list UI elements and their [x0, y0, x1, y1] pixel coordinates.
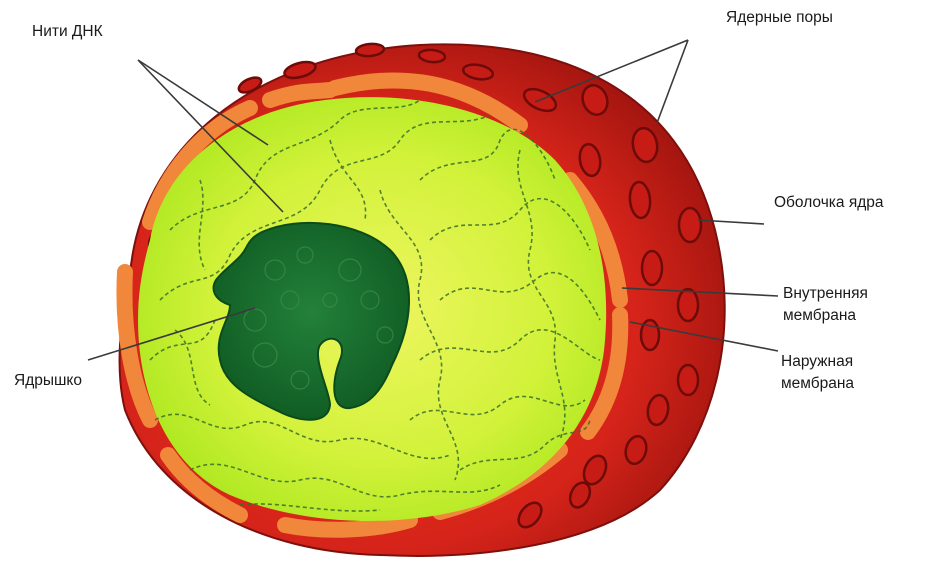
label-outer-membrane-line2: мембрана [781, 373, 854, 395]
label-inner-membrane-line1: Внутренняя [783, 283, 868, 305]
label-nuclear-envelope: Оболочка ядра [774, 192, 884, 214]
label-outer-membrane: Наружная мембрана [781, 351, 854, 395]
label-inner-membrane-line2: мембрана [783, 305, 868, 327]
label-dna-threads: Нити ДНК [32, 21, 103, 43]
nucleolus [214, 223, 410, 420]
label-outer-membrane-line1: Наружная [781, 351, 854, 373]
label-inner-membrane: Внутренняя мембрана [783, 283, 868, 327]
label-nucleolus: Ядрышко [14, 370, 82, 392]
label-nuclear-pores: Ядерные поры [726, 7, 833, 29]
